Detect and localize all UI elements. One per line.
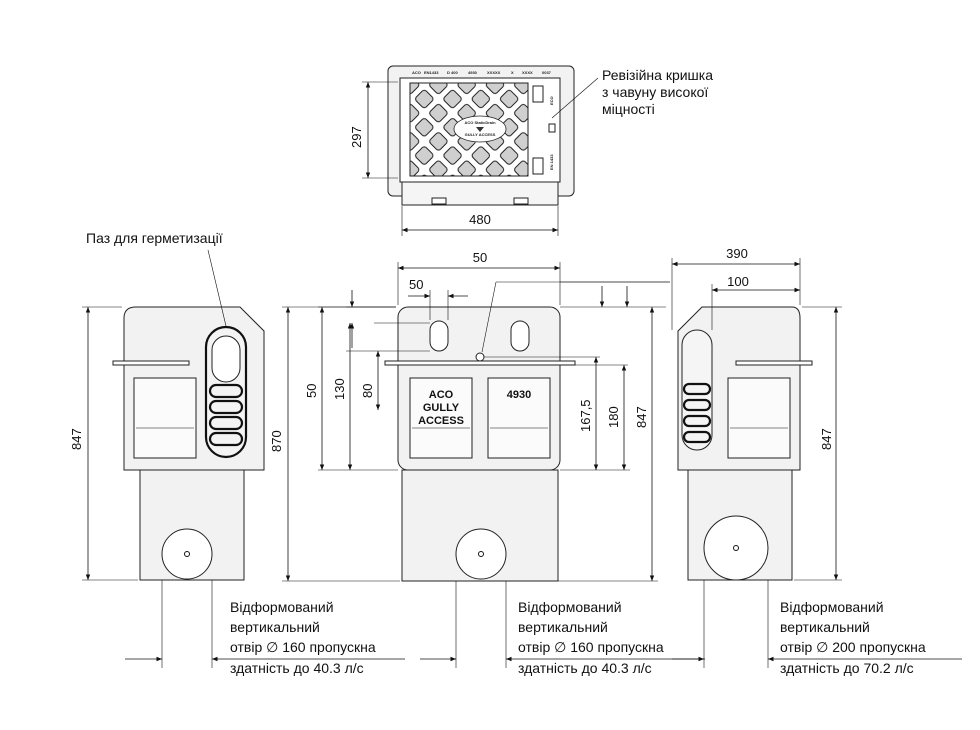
dim-left-height: 847 — [69, 428, 84, 450]
front-panel-right — [487, 377, 551, 459]
cover-marking-5: X — [511, 70, 514, 75]
front-panel-left — [409, 377, 473, 459]
right-outlet-note-3: отвір ∅ 200 пропускна — [780, 639, 926, 655]
front-top-hole — [475, 352, 485, 362]
right-panel — [727, 377, 791, 459]
left-rib-2 — [208, 399, 244, 415]
front-outlet-note-2: вертикальний — [518, 619, 608, 635]
front-flange — [384, 360, 576, 366]
left-rib-1 — [208, 383, 244, 399]
left-outlet-note-3: отвір ∅ 160 пропускна — [230, 639, 376, 655]
dim-front-total: 870 — [269, 430, 284, 452]
dim-front-f: 847 — [634, 406, 649, 428]
dim-right-height: 847 — [819, 428, 834, 450]
brand-mark-2: GULLY ACCESS — [465, 132, 496, 137]
cover-marking-1: EN1433 — [424, 70, 439, 75]
cover-marking-6: XXXX — [522, 70, 533, 75]
left-groove-inner — [211, 335, 241, 383]
left-outlet-note-4: здатність до 40.3 л/с — [230, 660, 364, 676]
cover-marking-7: 0037 — [542, 70, 552, 75]
cover-note-line-3: міцності — [602, 101, 655, 117]
side-mark-2: EN 1433 — [549, 154, 554, 170]
dim-top-height: 297 — [349, 126, 364, 148]
logo-triangle — [476, 127, 484, 132]
side-mark-1: ECO — [549, 96, 554, 105]
dim-front-a: 50 — [304, 384, 319, 398]
front-view: ACO GULLY ACCESS 4930 50 50 870 50 130 — [269, 250, 705, 676]
cover-lock-top — [532, 85, 544, 103]
left-lower-body — [139, 469, 245, 581]
dim-front-top: 50 — [473, 250, 487, 265]
front-outlet-note-1: Відформований — [518, 599, 622, 615]
left-rib-3 — [208, 415, 244, 431]
dim-front-d: 167,5 — [578, 399, 593, 432]
left-outlet-note-1: Відформований — [230, 599, 334, 615]
right-flange — [735, 360, 813, 366]
front-label-line-2: GULLY — [423, 402, 460, 414]
cover-lock-bottom — [532, 157, 544, 175]
cover-note-line-2: з чавуну високої — [602, 84, 708, 100]
front-label-line-1: ACO — [429, 389, 454, 401]
left-outlet-note-2: вертикальний — [230, 619, 320, 635]
right-outlet-note-1: Відформований — [780, 599, 884, 615]
dim-top-width: 480 — [469, 212, 491, 227]
left-flange — [112, 360, 190, 366]
right-rib-1 — [682, 382, 712, 396]
dim-front-b: 130 — [332, 378, 347, 400]
front-outlet-note-4: здатність до 40.3 л/с — [518, 660, 652, 676]
front-outlet-note-3: отвір ∅ 160 пропускна — [518, 639, 664, 655]
top-view: ACO StaticDrain GULLY ACCESS ACO EN1433 … — [349, 65, 713, 236]
dim-right-width: 390 — [726, 246, 748, 261]
front-label-right: 4930 — [507, 389, 531, 401]
right-rib-4 — [682, 430, 712, 444]
dim-front-c: 80 — [360, 384, 375, 398]
cover-marking-0: ACO — [412, 70, 421, 75]
front-label-line-3: ACCESS — [418, 415, 464, 427]
cover-hinge — [548, 123, 556, 133]
right-rib-2 — [682, 398, 712, 412]
left-rib-4 — [208, 431, 244, 447]
left-view: Паз для герметизації 847 Відформований в… — [69, 230, 405, 676]
cover-note-line-1: Ревізійна кришка — [602, 67, 713, 83]
brand-mark-1: ACO StaticDrain — [464, 120, 496, 125]
cover-marking-2: D 400 — [447, 70, 458, 75]
dim-front-e: 180 — [606, 406, 621, 428]
front-slot-right — [510, 320, 530, 352]
right-outlet-note-4: здатність до 70.2 л/с — [780, 660, 914, 676]
right-view: 390 100 847 Відформований вертикальний о… — [671, 246, 962, 676]
cover-marking-3: 4930 — [468, 70, 478, 75]
right-outlet-note-2: вертикальний — [780, 619, 870, 635]
dim-front-slot: 50 — [409, 277, 423, 292]
cover-foot-right — [513, 197, 529, 205]
cover-foot-left — [431, 197, 447, 205]
left-panel — [133, 377, 197, 459]
cover-marking: ACO EN1433 D 400 4930 XXXXX X XXXX 0037 — [412, 70, 552, 75]
dim-right-inner: 100 — [727, 274, 749, 289]
sealing-groove-note: Паз для герметизації — [86, 230, 223, 246]
right-rib-3 — [682, 414, 712, 428]
cover-marking-4: XXXXX — [487, 70, 501, 75]
front-slot-left — [429, 320, 449, 352]
